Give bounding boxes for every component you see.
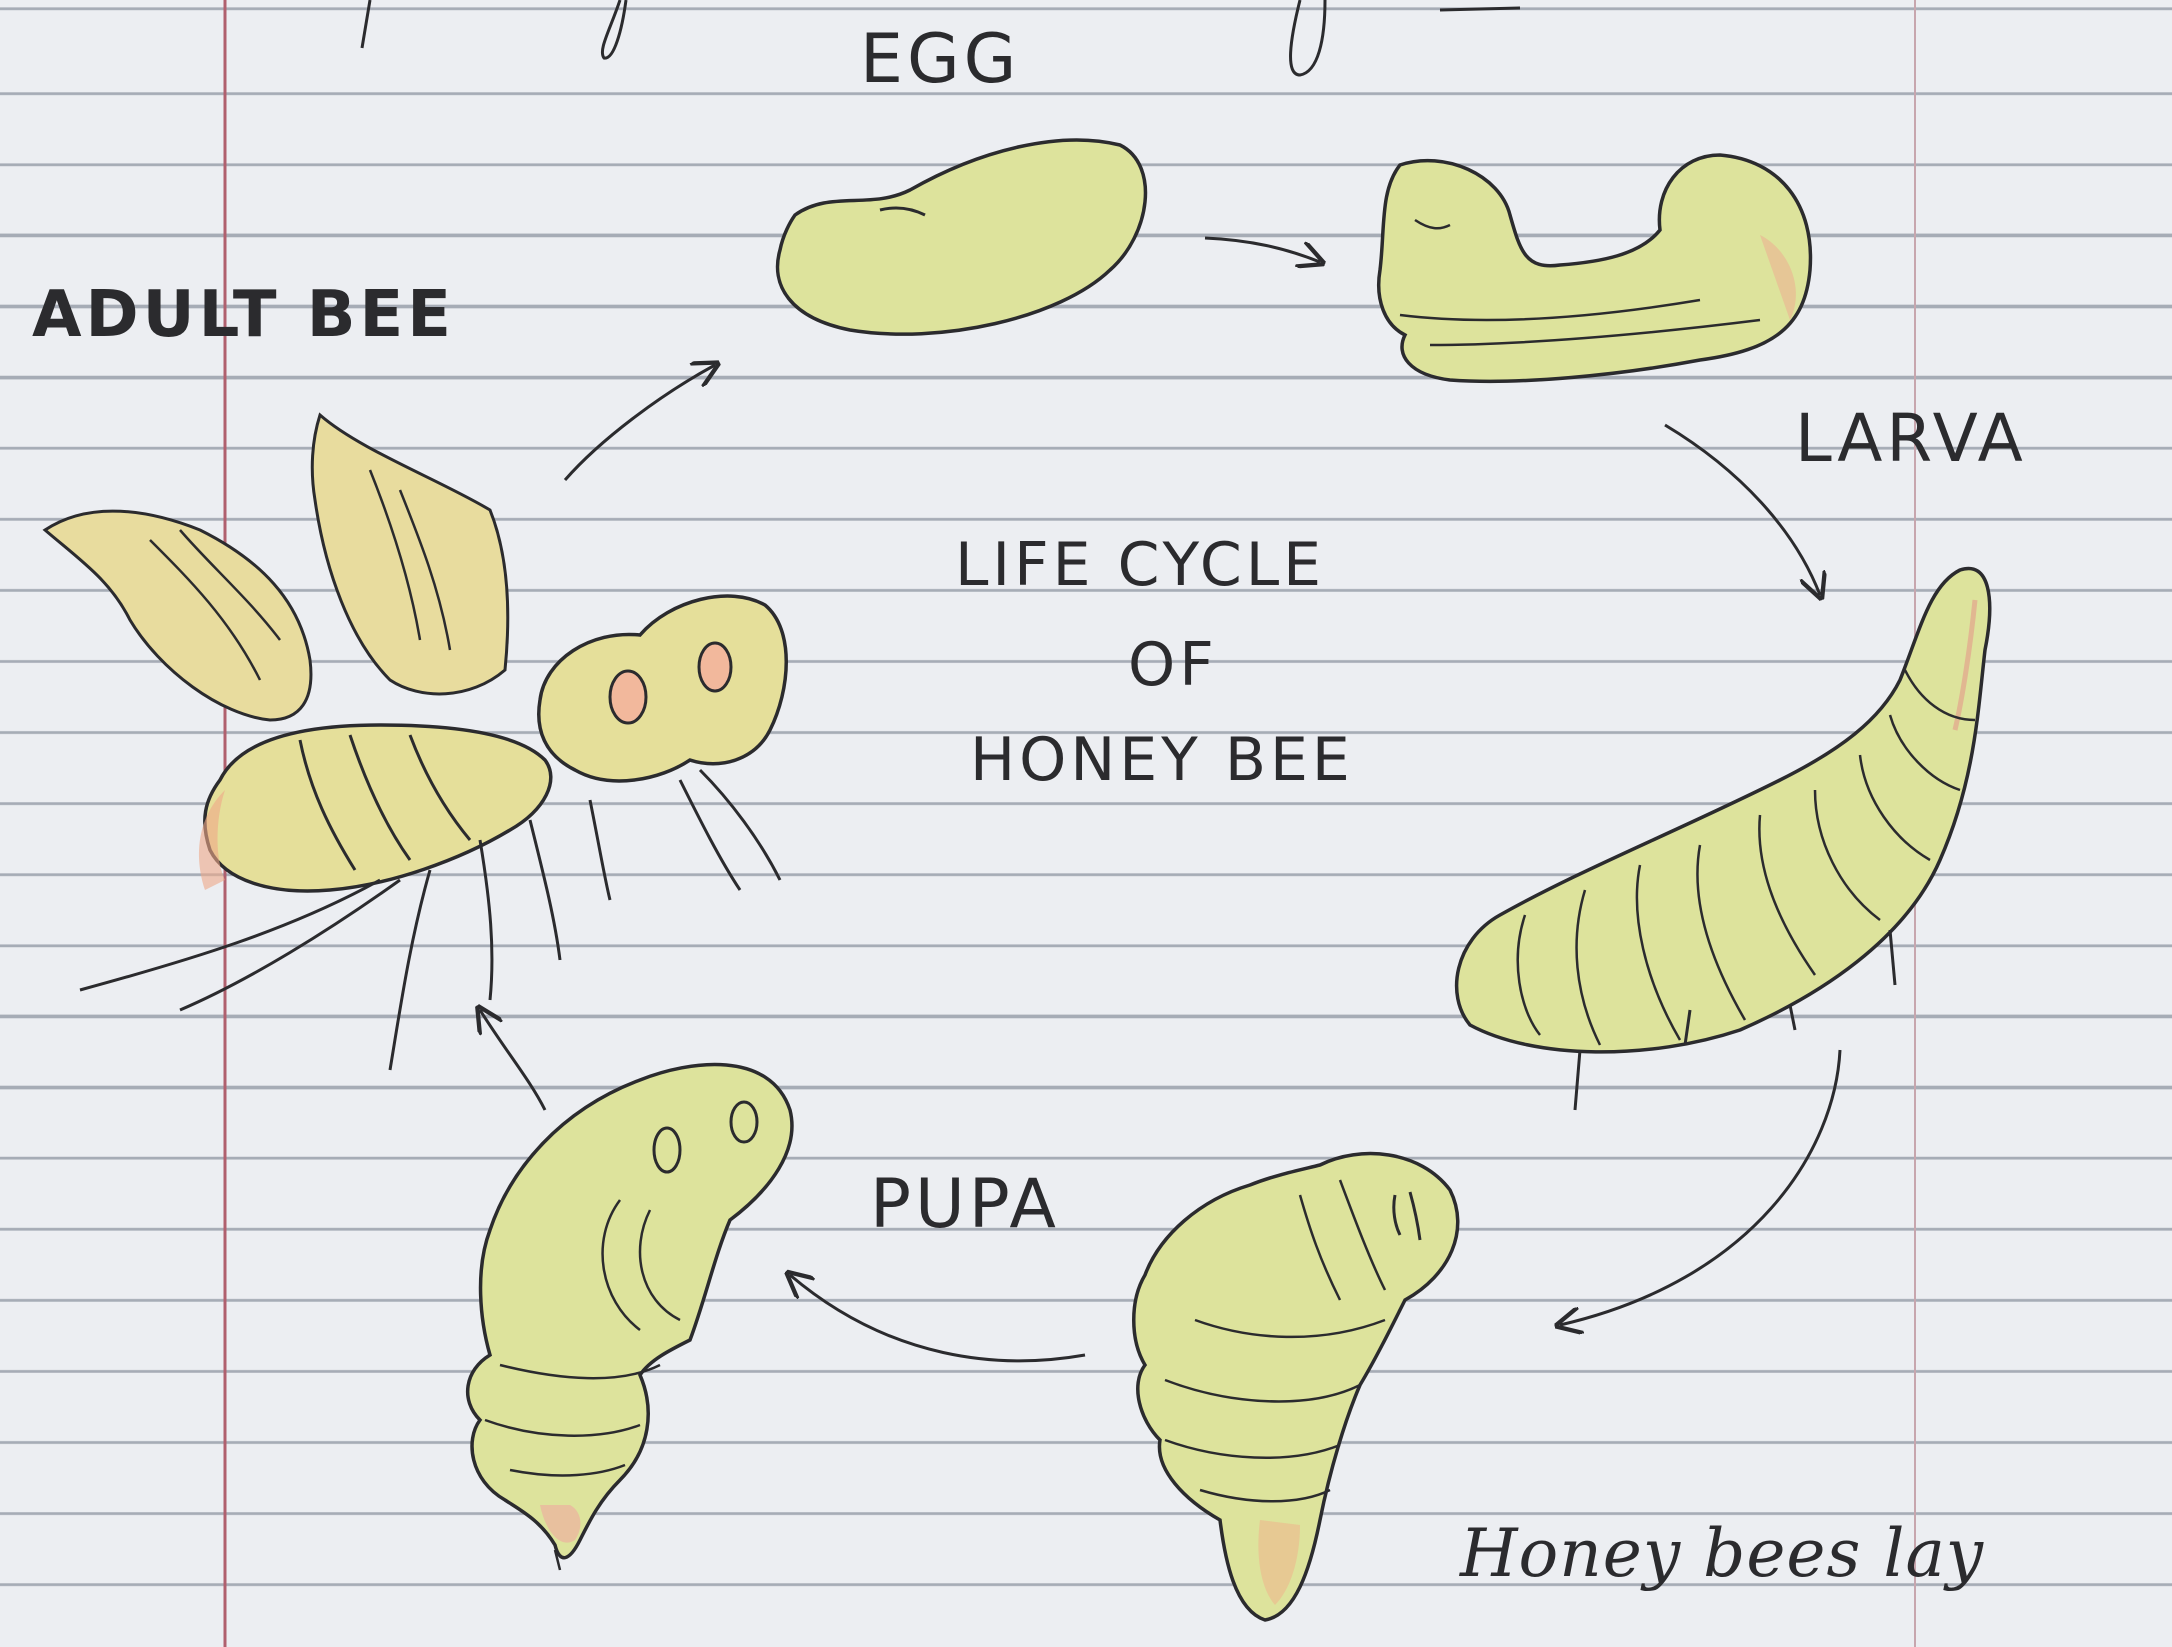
egg-label: EGG: [860, 20, 1020, 99]
diagram-title-line-1: LIFE CYCLE: [955, 530, 1325, 600]
egg-drawing: [778, 140, 1146, 334]
arrow-egg-to-larva: [1205, 238, 1320, 262]
handwritten-note: Honey bees lay: [1460, 1515, 1984, 1592]
arrow-prepupa-to-pupa: [1560, 1050, 1840, 1325]
diagram-title-line-2: OF: [1128, 630, 1218, 700]
adult-bee-drawing: [45, 415, 786, 1070]
pupa-label: PUPA: [870, 1165, 1060, 1244]
arrow-pupa-to-pupa: [790, 1275, 1085, 1361]
diagram-title-line-3: HONEY BEE: [970, 725, 1354, 795]
larva-drawing: [1379, 155, 1811, 381]
prepupa-drawing: [1457, 568, 1990, 1110]
arrow-pupa-to-adult: [480, 1010, 545, 1110]
pupa-drawing-left: [468, 1065, 792, 1570]
arrow-adult-to-egg: [565, 365, 715, 480]
larva-label: LARVA: [1795, 400, 2027, 477]
pupa-drawing-right: [1134, 1154, 1458, 1620]
adult-bee-label: ADULT BEE: [32, 278, 455, 352]
